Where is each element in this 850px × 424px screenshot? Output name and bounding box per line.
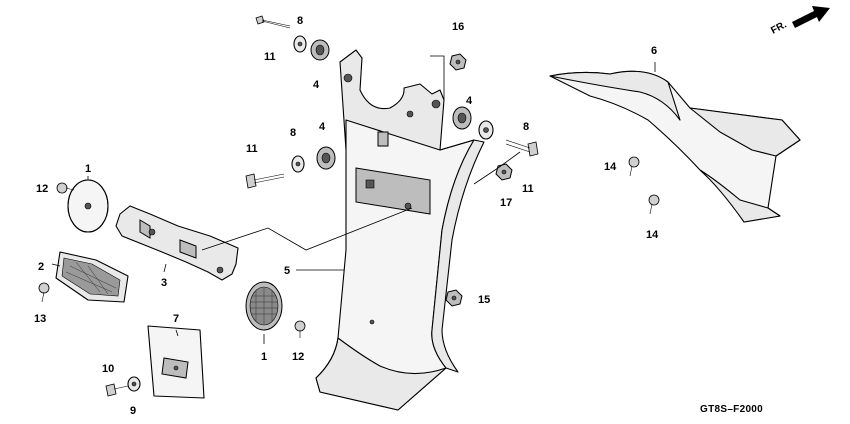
callout-11-top: 11 (264, 51, 276, 63)
callout-6: 6 (651, 45, 657, 57)
round-reflector-part-1-lower (245, 281, 283, 331)
collar-part-8-right (478, 120, 494, 140)
callout-12-lower: 12 (292, 351, 304, 363)
callout-15: 15 (478, 294, 490, 306)
reflector-bracket-part-3 (115, 205, 239, 281)
grommet-part-4-top (310, 39, 330, 61)
callout-labels: 1 1 2 3 4 4 4 5 6 7 8 8 8 9 10 11 11 11 … (34, 15, 659, 417)
nut-part-16 (449, 53, 467, 71)
callout-11-left: 11 (246, 143, 258, 155)
nut-part-17 (495, 163, 513, 181)
screw-part-12-upper (56, 182, 75, 194)
callout-9: 9 (130, 405, 136, 417)
rear-inner-fender-part-6 (549, 70, 801, 223)
callout-7: 7 (173, 313, 179, 325)
collar-part-8-top (293, 35, 307, 53)
callout-4-right: 4 (466, 95, 473, 107)
rear-fender-part-5 (315, 49, 485, 411)
callout-1-upper: 1 (85, 163, 91, 175)
leader-lines (51, 55, 656, 344)
callout-8-right: 8 (523, 121, 529, 133)
callout-8-top: 8 (297, 15, 303, 27)
callout-4-left: 4 (319, 121, 326, 133)
front-direction-label: FR. (769, 19, 789, 36)
screw-part-13 (38, 282, 50, 303)
round-reflector-part-1-upper (67, 179, 109, 233)
bolt-part-10 (105, 383, 129, 397)
bolt-part-11-left (245, 173, 285, 189)
front-direction-arrow-icon (792, 6, 830, 28)
grommet-part-4-left (316, 146, 336, 170)
callout-11-right: 11 (522, 183, 534, 195)
grommet-part-4-right (452, 106, 472, 130)
screw-part-14-lower (648, 194, 660, 215)
callout-13: 13 (34, 313, 46, 325)
bolt-part-11-right (505, 139, 539, 157)
front-direction-indicator: FR. (769, 6, 830, 37)
nut-part-15 (445, 289, 463, 307)
callout-4-top: 4 (313, 79, 320, 91)
bolt-part-11-top (255, 15, 291, 29)
washer-part-9 (127, 376, 141, 392)
callout-14-lower: 14 (646, 229, 659, 241)
screw-part-12-lower (294, 320, 306, 338)
collar-part-8-left (291, 155, 305, 173)
callout-14-upper: 14 (604, 161, 617, 173)
callout-2: 2 (38, 261, 44, 273)
callout-16: 16 (452, 21, 464, 33)
callout-1-lower: 1 (261, 351, 267, 363)
callout-10: 10 (102, 363, 114, 375)
rect-reflector-part-2 (55, 251, 129, 303)
plate-bracket-part-7 (147, 325, 205, 399)
diagram-code: GT8S–F2000 (700, 404, 763, 415)
callout-12-upper: 12 (36, 183, 48, 195)
callout-17: 17 (500, 197, 512, 209)
callout-5: 5 (284, 265, 290, 277)
callout-3: 3 (161, 277, 167, 289)
screw-part-14-upper (628, 156, 640, 177)
callout-8-left: 8 (290, 127, 296, 139)
